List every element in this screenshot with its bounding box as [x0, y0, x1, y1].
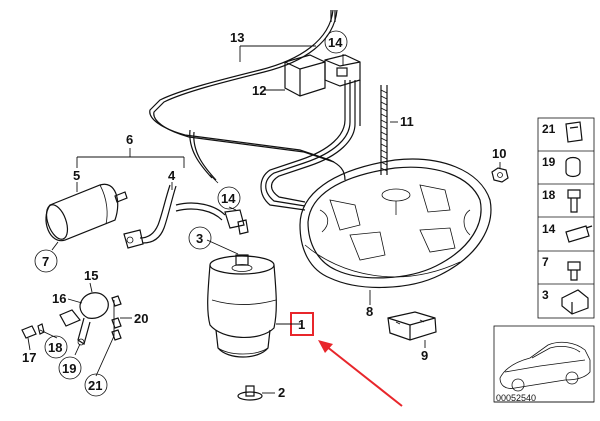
grommet-icon: [565, 156, 581, 178]
callout-8: 8: [366, 304, 373, 319]
callout-14-top: 14: [328, 35, 343, 50]
small-fittings: [21, 295, 122, 341]
callout-19: 19: [62, 361, 76, 376]
circled-callouts: 14 14 3 7 18 19 21: [34, 30, 348, 397]
callout-17: 17: [22, 350, 36, 365]
callout-20: 20: [134, 311, 148, 326]
bolt: [237, 385, 263, 401]
callout-13: 13: [230, 30, 244, 45]
car-thumbnail: 00052540: [493, 325, 595, 403]
plug-icon: [567, 261, 581, 281]
callout-12: 12: [252, 83, 266, 98]
red-arrow-head: [318, 340, 333, 353]
callout-21: 21: [88, 378, 102, 393]
callout-2: 2: [278, 385, 285, 400]
solenoid-valve: [324, 54, 361, 87]
panel-item-3: 3: [542, 288, 549, 302]
screw-icon: [567, 189, 581, 213]
valve-bracket: [387, 311, 437, 341]
document-number: 00052540: [496, 393, 536, 403]
compressor-cover: [299, 158, 492, 289]
leader-lines: [27, 45, 501, 394]
relay: [284, 54, 326, 97]
threaded-rod: [380, 85, 388, 175]
callout-labels: 13 12 11 6 5 4 10 8 9 1 2 15 16 20 17: [22, 30, 506, 400]
clip-icon: [565, 121, 583, 143]
panel-item-21: 21: [542, 122, 556, 136]
callout-14-mid: 14: [221, 191, 236, 206]
callout-4: 4: [168, 168, 176, 183]
panel-item-18: 18: [542, 188, 556, 202]
pressure-reservoir: [45, 183, 128, 242]
panel-item-19: 19: [542, 155, 556, 169]
callout-6: 6: [126, 132, 133, 147]
panel-item-14: 14: [542, 222, 556, 236]
callout-5: 5: [73, 168, 80, 183]
callout-7: 7: [42, 254, 49, 269]
connector: [237, 219, 249, 235]
hose: [123, 184, 245, 249]
nut: [491, 167, 509, 183]
callout-11: 11: [400, 114, 414, 129]
red-arrow-shaft: [325, 345, 403, 407]
callout-10: 10: [492, 146, 506, 161]
valve-icon: [565, 225, 593, 243]
callout-3: 3: [196, 231, 203, 246]
callout-16: 16: [52, 291, 66, 306]
callout-9: 9: [421, 348, 428, 363]
highlight-annotation: [276, 312, 403, 407]
callout-18: 18: [48, 340, 62, 355]
panel-item-7: 7: [542, 255, 549, 269]
air-spring: [207, 254, 277, 358]
callout-1: 1: [298, 317, 305, 332]
side-parts-panel: 21 19 18 14 7 3: [537, 117, 595, 319]
pressure-sensor: [59, 292, 109, 346]
callout-15: 15: [84, 268, 98, 283]
air-line-assembly: [149, 9, 361, 211]
bracket-icon: [561, 289, 589, 315]
